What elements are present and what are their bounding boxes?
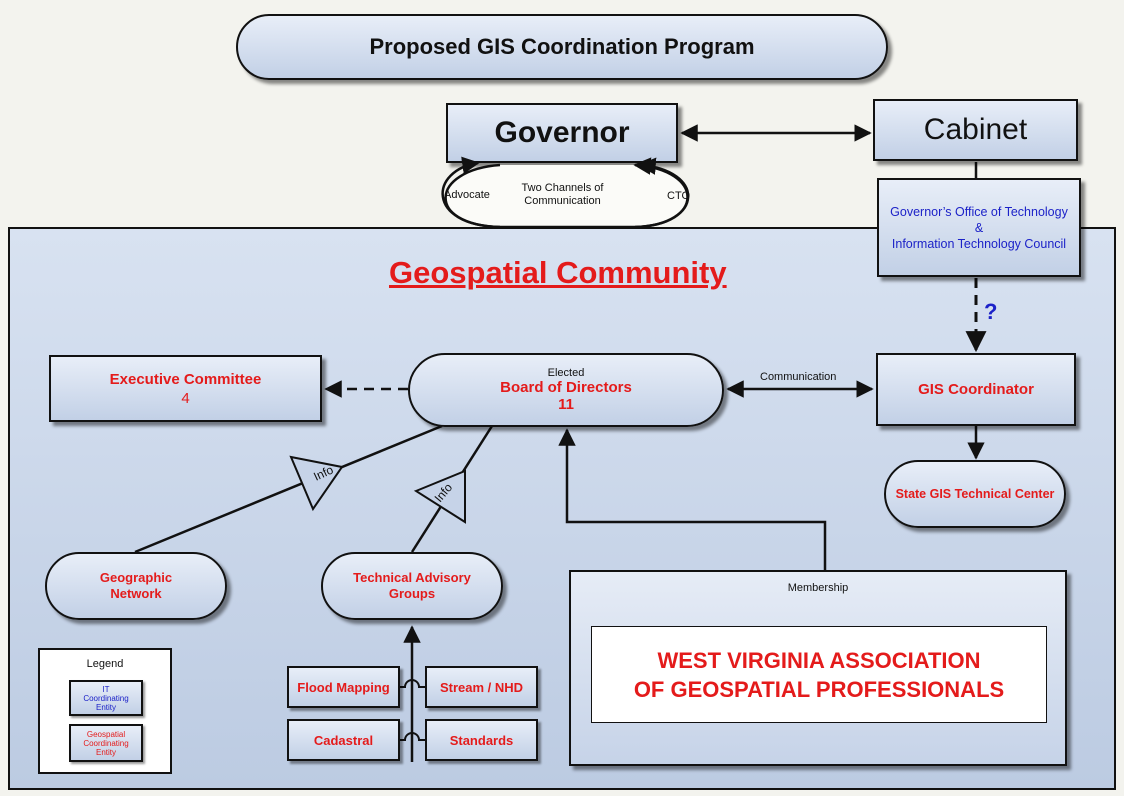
advocate-label: Advocate [444, 189, 490, 201]
legend-geo-line3: Entity [95, 747, 116, 757]
channels-center-label: Two Channels of Communication [505, 182, 620, 208]
cabinet-label: Cabinet [923, 113, 1028, 146]
cadastral-label: Cadastral [313, 732, 374, 748]
channels-ellipse [441, 156, 690, 229]
state-gis-technical-center: State GIS Technical Center [884, 460, 1066, 528]
working-group-flood-mapping: Flood Mapping [287, 666, 400, 708]
board-elected-label: Elected [547, 367, 585, 379]
got-line1: Governor’s Office of Technology [890, 204, 1068, 219]
technical-advisory-groups: Technical Advisory Groups [321, 552, 503, 620]
legend: Legend IT Coordinating Entity Geospatial… [38, 648, 172, 774]
board-of-directors: Elected Board of Directors 11 [408, 353, 724, 427]
legend-geospatial-entity: Geospatial Coordinating Entity [69, 724, 143, 762]
cabinet-box: Cabinet [873, 99, 1078, 161]
working-group-cadastral: Cadastral [287, 719, 400, 761]
tag-line1: Technical Advisory [353, 570, 471, 585]
program-title-text: Proposed GIS Coordination Program [369, 34, 755, 59]
cto-label: CTO [667, 190, 691, 202]
program-title: Proposed GIS Coordination Program [236, 14, 888, 80]
cadastral-standards-connector [400, 732, 425, 741]
board-count: 11 [558, 396, 574, 413]
got-line2: & [974, 220, 984, 235]
working-group-standards: Standards [425, 719, 538, 761]
wvagp-box: WEST VIRGINIA ASSOCIATION OF GEOSPATIAL … [591, 626, 1047, 723]
communication-label: Communication [760, 371, 837, 383]
executive-committee-name: Executive Committee [109, 370, 262, 388]
wvagp-line2: OF GEOSPATIAL PROFESSIONALS [633, 676, 1005, 702]
governor-label: Governor [494, 116, 630, 149]
board-name: Board of Directors [500, 379, 632, 396]
legend-it-line1: IT [102, 684, 110, 694]
membership-board-arrow [558, 428, 827, 570]
geographic-network: Geographic Network [45, 552, 227, 620]
executive-committee-box: Executive Committee 4 [49, 355, 322, 422]
geographic-line1: Geographic [99, 570, 173, 585]
legend-it-line2: Coordinating [83, 693, 129, 703]
channels-line1: Two Channels of [521, 182, 604, 194]
flood-mapping-label: Flood Mapping [297, 679, 390, 695]
tag-line2: Groups [388, 586, 436, 601]
question-mark: ? [984, 299, 998, 324]
info-triangle-geographic [289, 455, 344, 512]
working-group-stream-nhd: Stream / NHD [425, 666, 538, 708]
legend-geo-line1: Geospatial [86, 729, 126, 739]
legend-it-entity: IT Coordinating Entity [69, 680, 143, 716]
legend-title: Legend [86, 658, 124, 670]
stream-nhd-label: Stream / NHD [439, 679, 524, 695]
got-line3: Information Technology Council [891, 236, 1067, 251]
got-box: Governor’s Office of Technology & Inform… [877, 178, 1081, 277]
community-title: Geospatial Community [389, 255, 727, 290]
gis-coordinator-box: GIS Coordinator [876, 353, 1076, 426]
gis-coordinator-label: GIS Coordinator [918, 381, 1034, 398]
governor-box: Governor [446, 103, 678, 163]
channels-line2: Communication [524, 195, 601, 207]
legend-geo-line2: Coordinating [83, 738, 129, 748]
wvagp-line1: WEST VIRGINIA ASSOCIATION [657, 647, 981, 673]
executive-committee-count: 4 [181, 389, 190, 407]
flood-stream-connector [400, 679, 425, 688]
geographic-line2: Network [110, 586, 162, 601]
info-triangle-tag [413, 469, 466, 524]
legend-it-line3: Entity [95, 702, 116, 712]
membership-label: Membership [787, 582, 849, 594]
standards-label: Standards [449, 732, 514, 748]
geographic-board-line [134, 424, 443, 554]
state-gis-technical-center-label: State GIS Technical Center [895, 487, 1055, 501]
membership-box: Membership WEST VIRGINIA ASSOCIATION OF … [569, 570, 1067, 766]
